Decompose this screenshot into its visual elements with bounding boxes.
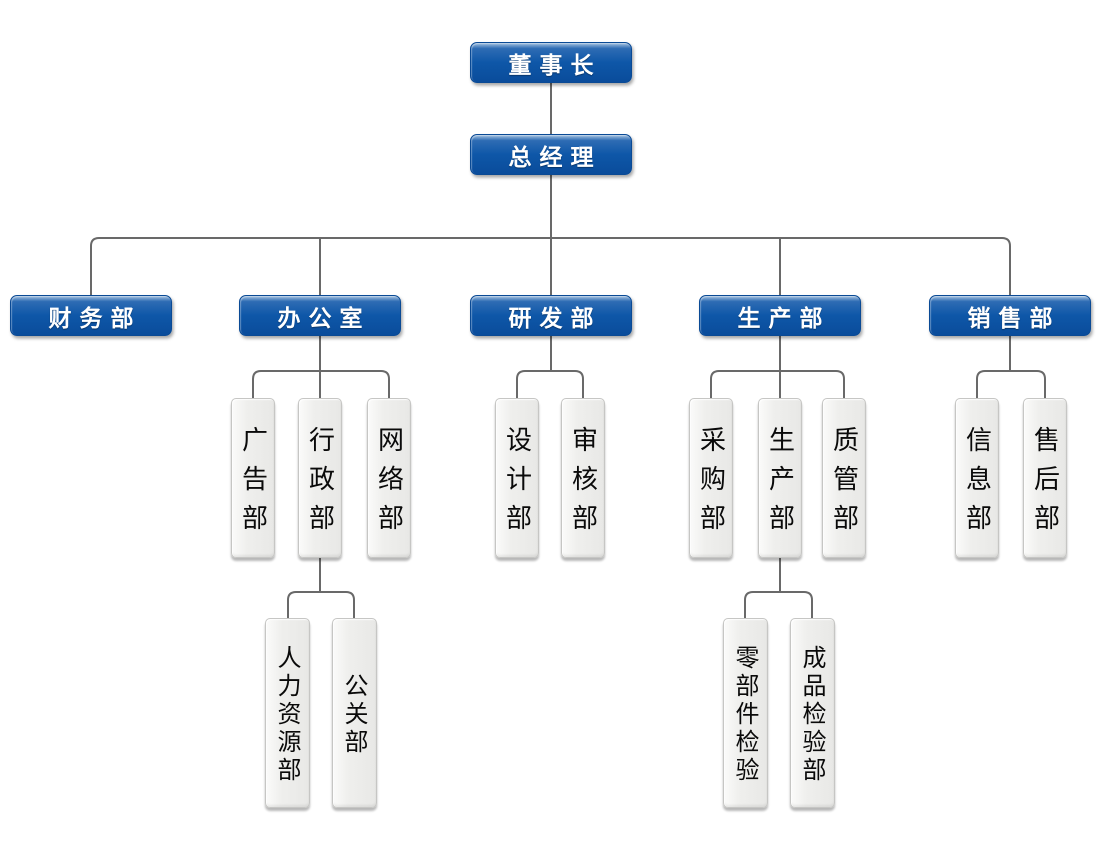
node-production-sub: 生产部 xyxy=(758,398,802,558)
node-administration: 行政部 xyxy=(298,398,342,558)
node-quality-label: 质管部 xyxy=(828,426,859,543)
node-production: 生产部 xyxy=(699,295,861,336)
connector-office-bus xyxy=(252,370,390,398)
node-production-label: 生产部 xyxy=(737,305,831,332)
node-after-sales: 售后部 xyxy=(1023,398,1067,558)
node-design: 设计部 xyxy=(495,398,539,558)
node-general-manager: 总经理 xyxy=(470,134,632,175)
connector-sales-bus xyxy=(976,370,1046,398)
node-office-label: 办公室 xyxy=(277,305,371,332)
connector-production-sub-bus xyxy=(744,591,813,618)
connector-administration-bus xyxy=(287,591,355,618)
node-information: 信息部 xyxy=(955,398,999,558)
node-parts-inspection: 零部件检验 xyxy=(723,618,768,808)
connector-level3-bus xyxy=(90,237,1011,295)
node-parts-inspection-label: 零部件检验 xyxy=(731,645,759,785)
node-general-manager-label: 总经理 xyxy=(508,144,602,171)
node-administration-label: 行政部 xyxy=(304,426,335,543)
node-advertising-label: 广告部 xyxy=(237,426,268,543)
node-rnd: 研发部 xyxy=(470,295,632,336)
node-human-resources-label: 人力资源部 xyxy=(273,645,301,785)
node-finished-inspection-label: 成品检验部 xyxy=(798,645,826,785)
node-office: 办公室 xyxy=(239,295,401,336)
node-finished-inspection: 成品检验部 xyxy=(790,618,835,808)
node-finance: 财务部 xyxy=(10,295,172,336)
node-finance-label: 财务部 xyxy=(48,305,142,332)
node-advertising: 广告部 xyxy=(231,398,275,558)
node-purchasing: 采购部 xyxy=(689,398,733,558)
node-audit-label: 审核部 xyxy=(567,426,598,543)
node-human-resources: 人力资源部 xyxy=(265,618,310,808)
node-public-relations: 公关部 xyxy=(332,618,377,808)
node-chairman-label: 董事长 xyxy=(508,52,602,79)
node-chairman: 董事长 xyxy=(470,42,632,83)
connector-production-bus xyxy=(710,370,845,398)
connector-rnd-bus xyxy=(516,370,584,398)
node-rnd-label: 研发部 xyxy=(508,305,602,332)
node-after-sales-label: 售后部 xyxy=(1029,426,1060,543)
node-network-label: 网络部 xyxy=(373,426,404,543)
node-quality: 质管部 xyxy=(822,398,866,558)
node-production-sub-label: 生产部 xyxy=(764,426,795,543)
node-information-label: 信息部 xyxy=(961,426,992,543)
node-public-relations-label: 公关部 xyxy=(340,673,368,757)
node-sales: 销售部 xyxy=(929,295,1091,336)
node-sales-label: 销售部 xyxy=(967,305,1061,332)
node-purchasing-label: 采购部 xyxy=(695,426,726,543)
node-audit: 审核部 xyxy=(561,398,605,558)
node-network: 网络部 xyxy=(367,398,411,558)
node-design-label: 设计部 xyxy=(501,426,532,543)
